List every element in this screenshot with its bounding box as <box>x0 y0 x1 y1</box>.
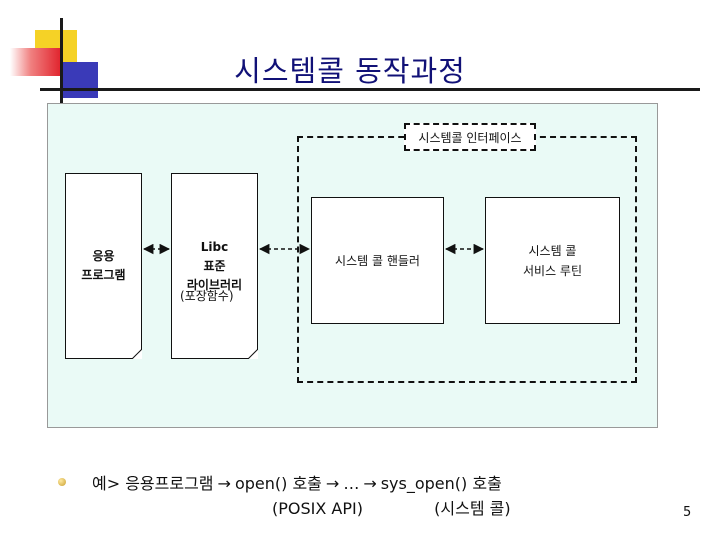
libc-line3: 라이브러리 <box>186 277 243 292</box>
app-program-line2: 프로그램 <box>81 268 126 282</box>
system-call-handler-box: 시스템 콜 핸들러 <box>311 197 444 324</box>
bullet-icon <box>58 478 66 486</box>
service-routine-line1: 시스템 콜 <box>528 243 577 258</box>
right-arrow-icon: → <box>217 474 231 493</box>
right-arrow-icon: → <box>325 474 340 493</box>
libc-line1: Libc <box>200 239 229 254</box>
service-routine-box: 시스템 콜 서비스 루틴 <box>485 197 620 324</box>
page-number: 5 <box>683 505 692 520</box>
page-fold-icon <box>248 349 258 359</box>
decor-blue-square <box>62 62 98 98</box>
libc-document: Libc 표준 라이브러리 <box>171 173 258 359</box>
handler-label: 시스템 콜 핸들러 <box>335 253 420 268</box>
slide-title: 시스템콜 동작과정 <box>234 54 466 88</box>
wrapper-function-note: (포장함수) <box>180 289 234 303</box>
example-part-4: sys_open() 호출 <box>380 474 502 493</box>
decor-red-bar <box>10 48 62 76</box>
example-part-3: … <box>343 474 360 493</box>
app-program-document: 응용 프로그램 <box>65 173 142 359</box>
page-fold-icon <box>132 349 142 359</box>
right-arrow-icon: → <box>363 474 377 493</box>
system-call-interface-label: 시스템콜 인터페이스 <box>404 123 536 151</box>
example-line1: 예> 응용프로그램→open() 호출→…→sys_open() 호출 <box>92 470 502 494</box>
libc-line2: 표준 <box>203 258 226 273</box>
example-part-1: 예> 응용프로그램 <box>92 474 214 493</box>
decor-horizontal-line <box>40 88 700 91</box>
service-routine-line2: 서비스 루틴 <box>522 263 582 278</box>
example-line2: (POSIX API) (시스템 콜) <box>272 499 511 518</box>
decor-vertical-line <box>60 18 63 106</box>
app-program-line1: 응용 <box>92 249 115 263</box>
example-part-2: open() 호출 <box>234 474 322 493</box>
